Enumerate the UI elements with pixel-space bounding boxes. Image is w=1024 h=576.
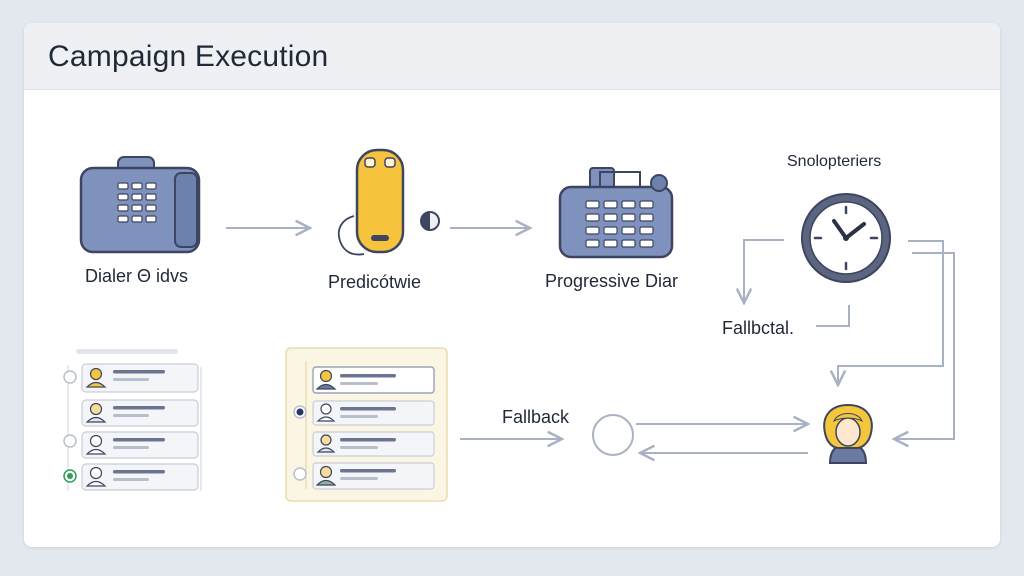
card-header: Campaign Execution bbox=[24, 23, 1000, 90]
desk-phone-icon bbox=[79, 156, 201, 254]
page-title: Campaign Execution bbox=[48, 40, 329, 73]
contact-avatar-icon bbox=[85, 367, 107, 388]
clock-icon bbox=[801, 193, 891, 283]
contact-avatar-icon bbox=[85, 402, 107, 423]
list-item[interactable] bbox=[81, 399, 199, 427]
agent-avatar-icon bbox=[823, 403, 873, 464]
fallback-bottom-label: Fallback bbox=[502, 407, 570, 427]
list-item[interactable] bbox=[63, 463, 199, 491]
list-item[interactable] bbox=[63, 363, 199, 393]
list-item[interactable] bbox=[293, 462, 435, 490]
arrow-scheduler-loop-out bbox=[816, 305, 850, 327]
arrow-right-to-agent-side bbox=[894, 252, 955, 439]
fallback-node bbox=[592, 414, 634, 456]
handset-icon bbox=[337, 148, 440, 256]
contact-avatar-icon bbox=[315, 465, 337, 486]
contact-avatar-icon bbox=[85, 434, 107, 455]
contact-list bbox=[63, 349, 202, 491]
contact-avatar-icon bbox=[316, 403, 336, 422]
scheduler-label: Snolopteriers bbox=[787, 153, 882, 170]
connectors bbox=[226, 228, 955, 453]
arrow-right-to-agent-top bbox=[838, 240, 944, 385]
list-item[interactable] bbox=[293, 400, 435, 426]
predictive-label: Predicótwie bbox=[328, 272, 422, 292]
call-queue-panel bbox=[285, 347, 448, 502]
diagram-canvas bbox=[63, 148, 955, 502]
campaign-execution-card: Campaign Execution bbox=[24, 23, 1000, 547]
contact-avatar-icon bbox=[316, 434, 336, 453]
contact-avatar-icon bbox=[85, 466, 107, 487]
progressive-label: Progressive Diar bbox=[545, 271, 679, 291]
list-item[interactable] bbox=[312, 366, 435, 394]
contact-avatar-icon bbox=[315, 369, 337, 390]
arrow-scheduler-loop-in bbox=[744, 239, 784, 303]
list-item[interactable] bbox=[63, 431, 199, 459]
list-item[interactable] bbox=[312, 431, 435, 457]
desk-phone-icon bbox=[558, 167, 674, 259]
fallback-top-label: Fallbctal. bbox=[722, 318, 795, 338]
dialer-label: Dialer Θ idvs bbox=[85, 266, 189, 286]
